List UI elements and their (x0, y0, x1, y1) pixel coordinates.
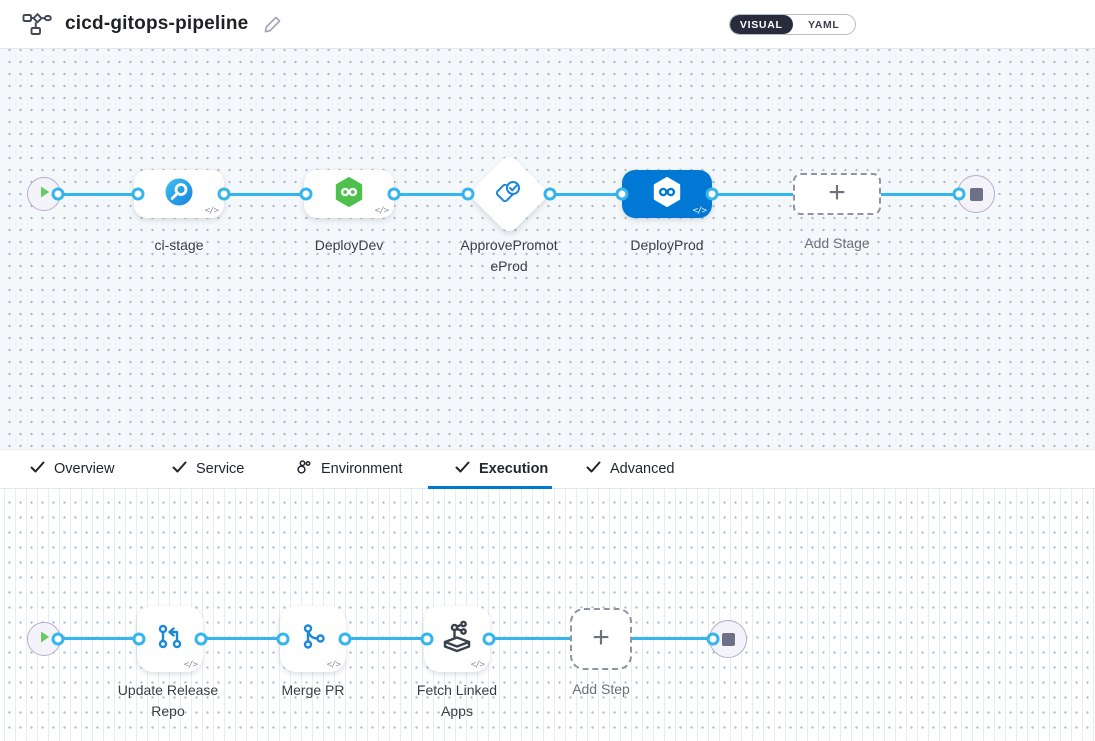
edge (222, 193, 308, 196)
cd-deploy-icon (333, 176, 365, 213)
environment-icon (296, 459, 312, 479)
check-icon (455, 461, 470, 477)
stage-config-tabs: Overview Service Environment Execution A… (0, 449, 1095, 489)
header: cicd-gitops-pipeline VISUAL YAML (0, 0, 1095, 49)
step-node-merge-pr[interactable]: </> (280, 606, 346, 672)
edit-pencil-icon[interactable] (263, 14, 283, 34)
add-stage-label: Add Stage (804, 235, 870, 251)
edge (710, 193, 798, 196)
tab-label: Advanced (610, 461, 675, 477)
stage-canvas[interactable]: </> ci-stage </> DeployDev ApprovePromot… (0, 49, 1095, 449)
play-icon (37, 630, 51, 649)
connector-port[interactable] (131, 187, 145, 201)
connector-port[interactable] (132, 632, 146, 646)
cd-deploy-icon (651, 176, 683, 213)
connector-port[interactable] (543, 187, 557, 201)
connector-port[interactable] (706, 632, 720, 646)
add-step-label: Add Step (572, 681, 630, 697)
tab-service[interactable]: Service (172, 450, 244, 488)
edge (392, 193, 470, 196)
tab-advanced[interactable]: Advanced (586, 450, 675, 488)
edge (631, 637, 713, 640)
active-tab-underline (428, 486, 552, 489)
stage-label: ci-stage (154, 237, 204, 253)
step-node-update-release-repo[interactable]: </> (137, 606, 203, 672)
toggle-visual-button[interactable]: VISUAL (730, 15, 793, 34)
connector-port[interactable] (615, 187, 629, 201)
connector-port[interactable] (705, 187, 719, 201)
code-icon: </> (470, 660, 485, 670)
connector-port[interactable] (194, 632, 208, 646)
code-icon: </> (326, 660, 341, 670)
connector-port[interactable] (217, 187, 231, 201)
connector-port[interactable] (387, 187, 401, 201)
tab-label: Service (196, 461, 245, 477)
connector-port[interactable] (51, 187, 65, 201)
check-icon (30, 461, 45, 477)
step-node-fetch-linked-apps[interactable]: </> (424, 606, 490, 672)
plus-icon: + (828, 175, 846, 209)
git-update-icon (152, 619, 188, 660)
step-label: Merge PR (281, 682, 345, 698)
page-title: cicd-gitops-pipeline (65, 13, 249, 34)
add-step-button[interactable]: + (570, 608, 632, 670)
play-icon (37, 185, 51, 204)
check-icon (586, 461, 601, 477)
edge (58, 637, 139, 640)
edge (879, 193, 962, 196)
step-label: Fetch Linked Apps (416, 682, 498, 719)
stage-label: DeployProd (630, 237, 704, 253)
connector-port[interactable] (51, 632, 65, 646)
execution-start-node (27, 622, 61, 656)
edge (58, 193, 140, 196)
stop-icon (969, 187, 983, 201)
ci-build-icon (164, 177, 194, 212)
pipeline-icon (22, 11, 52, 37)
tab-execution[interactable]: Execution (455, 450, 548, 488)
edge (489, 637, 575, 640)
plus-icon: + (592, 620, 610, 654)
add-stage-button[interactable]: + (793, 173, 881, 215)
approval-icon (494, 177, 524, 212)
code-icon: </> (183, 660, 198, 670)
connector-port[interactable] (299, 187, 313, 201)
edge (548, 193, 624, 196)
connector-port[interactable] (276, 632, 290, 646)
code-icon: </> (374, 206, 389, 216)
fetch-apps-icon (438, 618, 476, 661)
stage-node-deploy-dev[interactable]: </> (304, 170, 394, 218)
code-icon: </> (204, 206, 219, 216)
stage-node-deploy-prod[interactable]: </> (622, 170, 712, 218)
view-mode-toggle: VISUAL YAML (729, 14, 856, 35)
edge (201, 637, 283, 640)
toggle-yaml-button[interactable]: YAML (807, 18, 840, 31)
tab-environment[interactable]: Environment (296, 450, 402, 488)
stage-node-ci-stage[interactable]: </> (134, 170, 224, 218)
connector-port[interactable] (461, 187, 475, 201)
connector-port[interactable] (420, 632, 434, 646)
execution-canvas[interactable]: </> Update Release Repo </> Merge PR </>… (0, 489, 1095, 741)
stage-label: ApprovePromoteProd (460, 237, 558, 274)
tab-overview[interactable]: Overview (30, 450, 114, 488)
step-label: Update Release Repo (117, 682, 219, 719)
code-icon: </> (692, 206, 707, 216)
check-icon (172, 461, 187, 477)
tab-label: Environment (321, 461, 403, 477)
stage-label: DeployDev (314, 237, 384, 253)
stop-icon (721, 632, 735, 646)
edge (345, 637, 427, 640)
connector-port[interactable] (482, 632, 496, 646)
tab-label: Overview (54, 461, 115, 477)
stage-node-approve-promote-prod[interactable] (467, 152, 551, 236)
connector-port[interactable] (952, 187, 966, 201)
tab-label: Execution (479, 461, 549, 477)
connector-port[interactable] (338, 632, 352, 646)
git-merge-icon (295, 619, 331, 660)
